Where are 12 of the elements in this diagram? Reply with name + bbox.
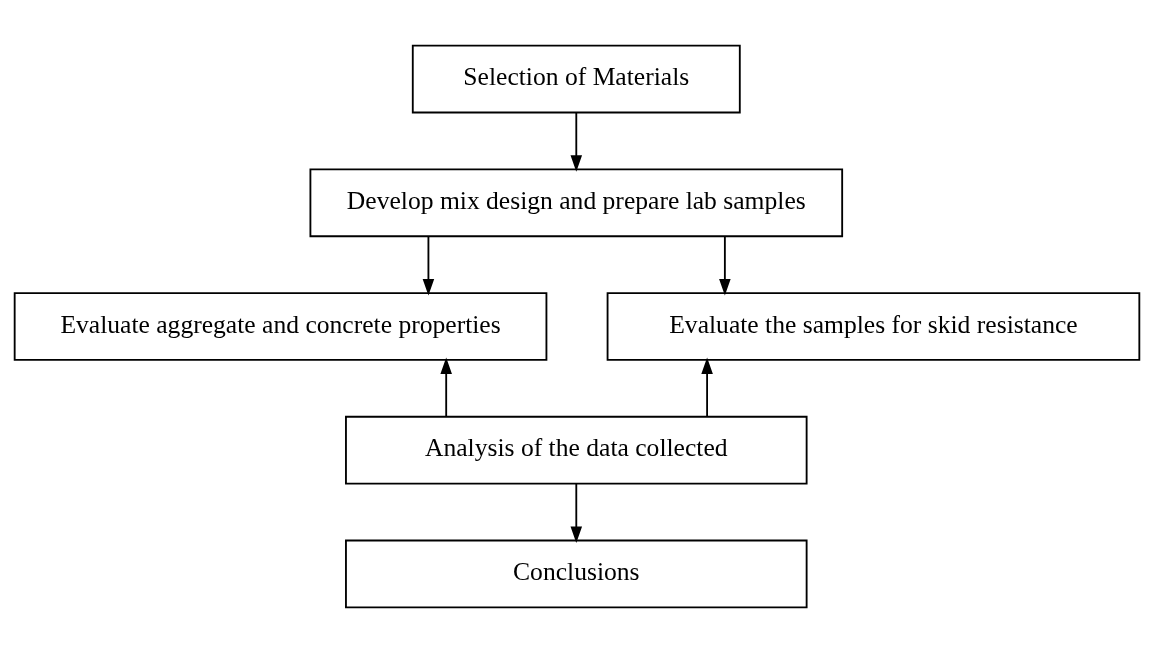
- node-box: Selection of Materials: [411, 44, 741, 113]
- arrow: [570, 111, 583, 172]
- node-box: Evaluate aggregate and concrete properties: [13, 291, 548, 361]
- arrow: [440, 357, 452, 417]
- node-box: Analysis of the data collected: [345, 415, 808, 485]
- node-box: Evaluate the samples for skid resistance: [606, 291, 1141, 361]
- node-box: Develop mix design and prepare lab samples: [309, 167, 844, 237]
- arrow: [701, 357, 713, 417]
- arrow: [570, 482, 583, 543]
- arrow: [422, 235, 435, 296]
- node-box: Conclusions: [345, 539, 808, 608]
- arrow: [719, 235, 731, 296]
